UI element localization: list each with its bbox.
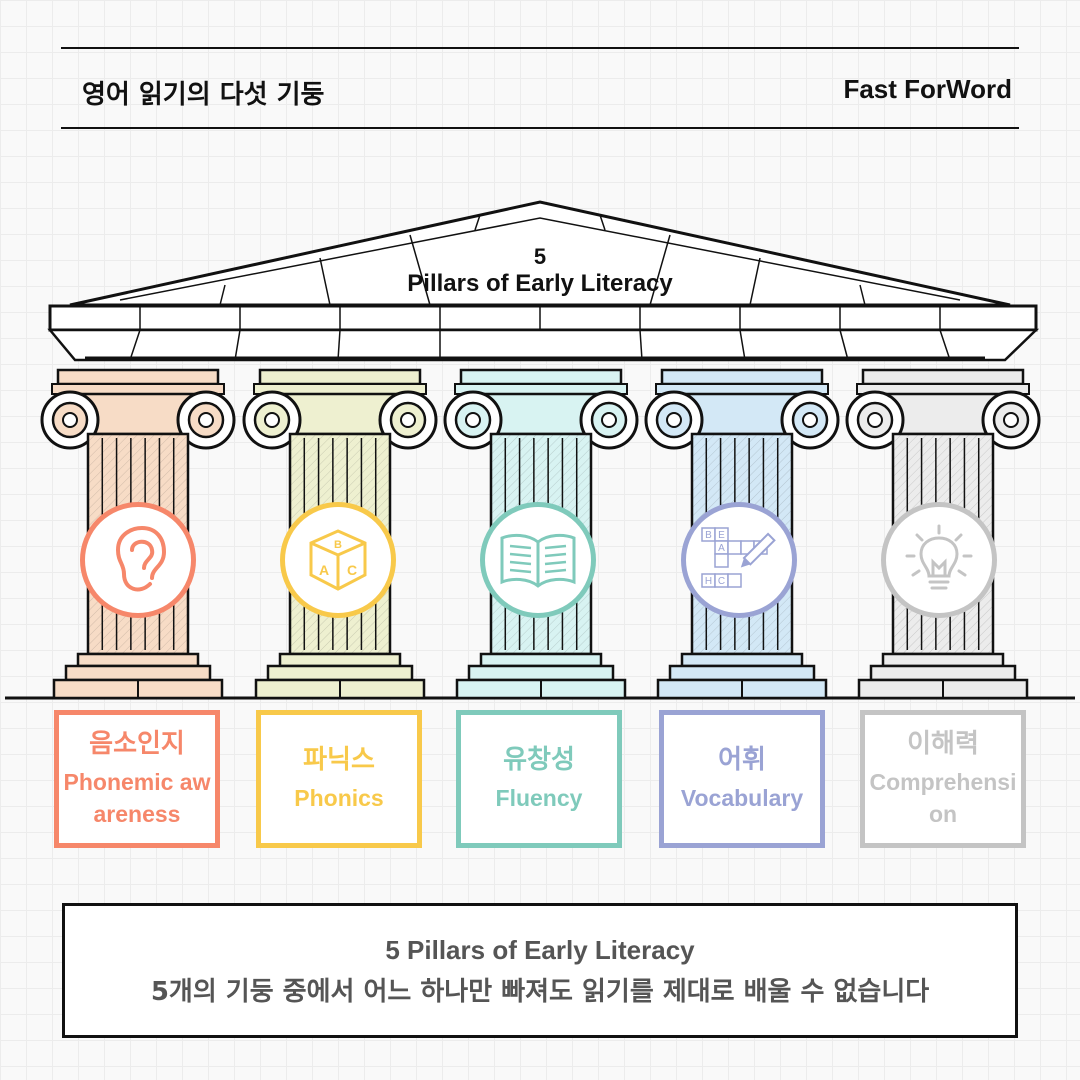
footer-box: 5 Pillars of Early Literacy 5개의 기둥 중에서 어… <box>62 903 1018 1038</box>
cross-letter-3: A <box>718 543 725 554</box>
pillar-icon-circle-2: B A C <box>280 502 396 618</box>
pillar-icon-circle-3 <box>480 502 596 618</box>
cross-letter-6: C <box>718 576 725 587</box>
pillar-label-en: Phonemic awareness <box>63 769 211 827</box>
pillar-label-en: Fluency <box>495 785 583 811</box>
header-bottom-rule <box>61 127 1019 129</box>
pillar-icon-circle-5 <box>881 502 997 618</box>
lightbulb-icon <box>905 524 973 590</box>
block-letter-c: C <box>347 562 357 578</box>
roof-title: Pillars of Early Literacy <box>407 270 673 297</box>
pillar-label-4: 어휘 Vocabulary <box>659 710 825 848</box>
pillar-label-en: Comprehension <box>869 769 1017 827</box>
pillar-icon-circle-1 <box>80 502 196 618</box>
pillar-label-en: Vocabulary <box>680 785 804 811</box>
pillar-label-5: 이해력 Comprehension <box>860 710 1026 848</box>
pillar-label-en: Phonics <box>294 785 384 811</box>
block-letter-a: A <box>319 562 329 578</box>
open-book-icon <box>500 533 576 588</box>
pillar-label-ko: 이해력 <box>907 729 979 759</box>
roof-number: 5 <box>533 244 547 269</box>
header-title: 영어 읽기의 다섯 기둥 <box>82 80 325 110</box>
cross-letter-5: H <box>705 576 712 587</box>
cross-letter-1: B <box>705 530 712 541</box>
ear-icon <box>115 525 167 592</box>
entablature <box>48 304 1038 332</box>
pillar-label-3: 유창성 Fluency <box>456 710 622 848</box>
pillar-icon-circle-4: B E A H H C <box>681 502 797 618</box>
crossword-pencil-icon: B E A H H C <box>701 527 776 588</box>
pillar-label-ko: 파닉스 <box>303 745 375 775</box>
abc-block-icon: B A C <box>309 529 367 591</box>
pillar-label-ko: 음소인지 <box>89 729 185 759</box>
block-letter-b: B <box>334 539 342 551</box>
pillar-label-ko: 어휘 <box>718 745 766 775</box>
cross-letter-2: E <box>718 530 725 541</box>
pillar-label-1: 음소인지 Phonemic awareness <box>54 710 220 848</box>
pillar-label-ko: 유창성 <box>503 745 575 775</box>
footer-title: 5 Pillars of Early Literacy <box>385 934 695 965</box>
pillar-label-2: 파닉스 Phonics <box>256 710 422 848</box>
header-top-rule <box>61 47 1019 49</box>
brand-name: Fast ForWord <box>843 74 1012 104</box>
footer-caption: 5개의 기둥 중에서 어느 하나만 빠져도 읽기를 제대로 배울 수 없습니다 <box>150 976 930 1007</box>
